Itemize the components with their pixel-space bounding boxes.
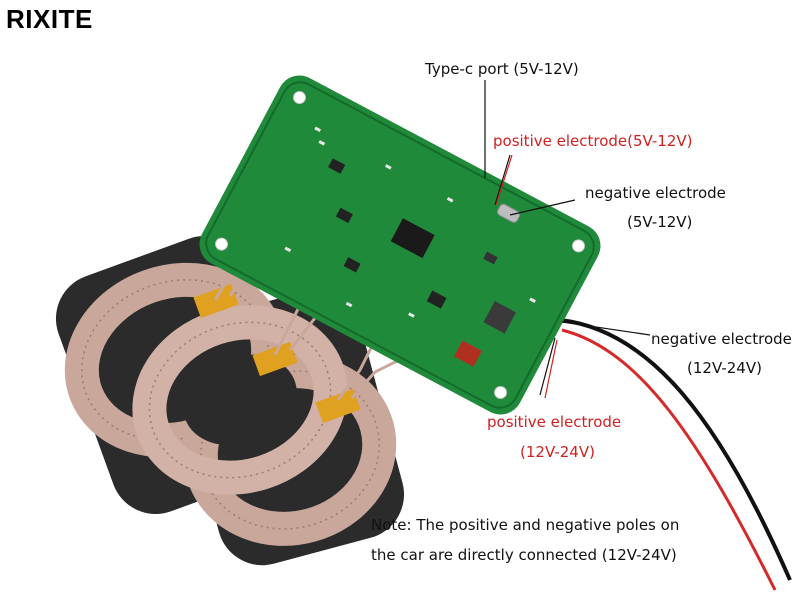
label-positive-electrode-12-24-range: (12V-24V) (520, 443, 595, 461)
tape-1 (193, 283, 239, 319)
tape-3 (315, 388, 361, 424)
note-line-1: Note: The positive and negative poles on (371, 516, 680, 534)
note-text: Note: The positive and negative poles on… (371, 510, 679, 570)
label-negative-electrode-5-12: negative electrode (585, 184, 726, 202)
coil-2 (132, 305, 348, 495)
label-negative-electrode-12-24: negative electrode (651, 330, 792, 348)
label-positive-electrode-5-12: positive electrode(5V-12V) (493, 132, 693, 150)
coil-assembly (55, 236, 405, 566)
note-line-2: the car are directly connected (12V-24V) (371, 546, 677, 564)
label-negative-electrode-12-24-range: (12V-24V) (687, 359, 762, 377)
label-negative-electrode-5-12-range: (5V-12V) (627, 213, 693, 231)
pcb-board (199, 75, 601, 415)
label-typec-port: Type-c port (5V-12V) (425, 60, 579, 78)
leader-lines (484, 80, 651, 396)
red-leader (495, 154, 513, 206)
label-positive-electrode-12-24: positive electrode (487, 413, 622, 431)
black-wire (559, 318, 792, 581)
tape-2 (252, 341, 298, 377)
red-wire (561, 328, 777, 591)
red-leader-2 (544, 339, 558, 399)
brand-logo: RIXITE (6, 4, 93, 34)
